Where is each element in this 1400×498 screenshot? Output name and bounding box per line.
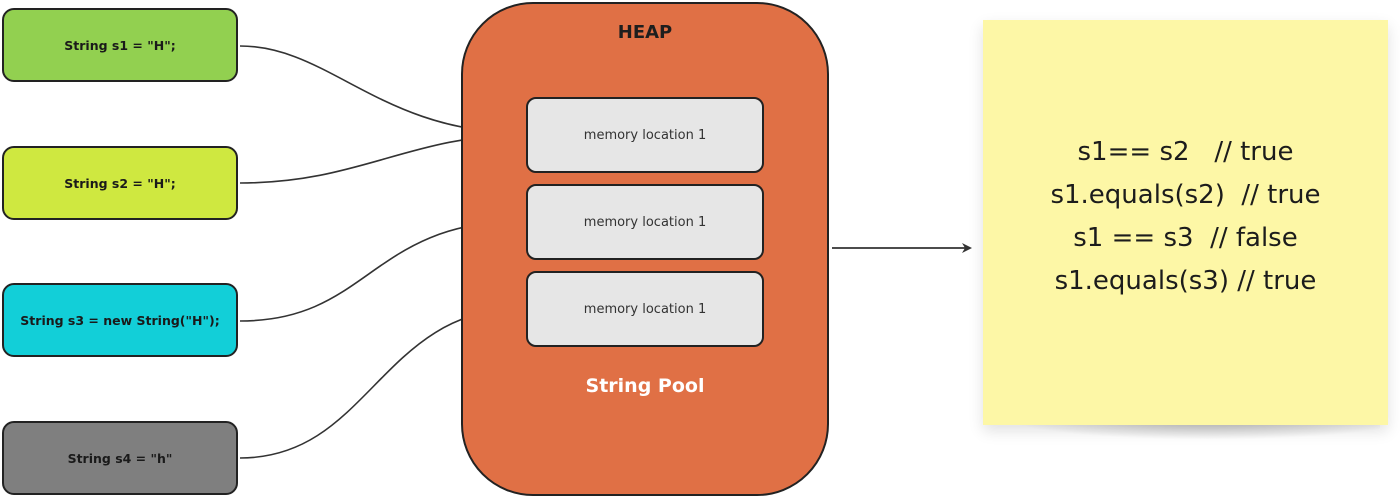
note-line-1: s1== s2 // true — [1077, 136, 1294, 167]
note-line-4: s1.equals(s3) // true — [1054, 265, 1317, 296]
string-s4-box: String s4 = "h" — [2, 421, 238, 495]
string-s3-box: String s3 = new String("H"); — [2, 283, 238, 357]
memory-location-box-3: memory location 1 — [526, 271, 764, 347]
string-pool-label: String Pool — [585, 375, 705, 397]
memory-location-box-1: memory location 1 — [526, 97, 764, 173]
string-s2-box: String s2 = "H"; — [2, 146, 238, 220]
note-line-3: s1 == s3 // false — [1073, 222, 1298, 253]
memory-location-box-2: memory location 1 — [526, 184, 764, 260]
heap-title: HEAP — [617, 22, 673, 43]
sticky-note: s1== s2 // true s1.equals(s2) // true s1… — [983, 20, 1388, 425]
note-line-2: s1.equals(s2) // true — [1050, 179, 1321, 210]
string-s1-box: String s1 = "H"; — [2, 8, 238, 82]
